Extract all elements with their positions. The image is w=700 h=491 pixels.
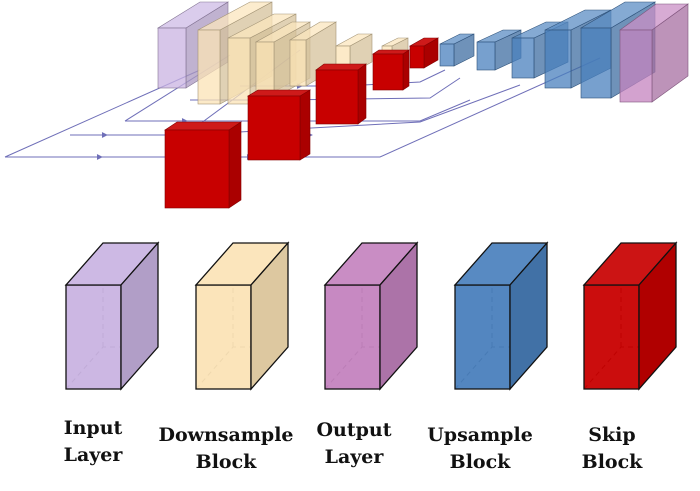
skip-block-1 xyxy=(164,121,242,209)
legend-label-downsample-line2: Block xyxy=(195,451,257,473)
legend-label-input: Input Layer xyxy=(18,415,168,469)
legend-label-upsample-line2: Block xyxy=(449,451,511,473)
legend-label-input-line2: Layer xyxy=(63,444,123,466)
legend-label-skip: Skip Block xyxy=(537,422,687,476)
legend-box-downsample xyxy=(194,241,290,391)
legend-label-downsample-line1: Downsample xyxy=(158,424,294,446)
legend-label-output-line2: Layer xyxy=(324,446,384,468)
bottleneck-skip xyxy=(408,37,440,69)
arrow-head-icon xyxy=(96,154,103,160)
legend-box-output xyxy=(323,241,419,391)
skip-block-4 xyxy=(372,49,410,91)
output-layer xyxy=(619,3,689,103)
skip-block-2 xyxy=(246,89,312,161)
legend-box-upsample xyxy=(453,241,549,391)
legend-label-output: Output Layer xyxy=(279,417,429,471)
legend-box-skip xyxy=(582,241,678,391)
legend-label-upsample: Upsample Block xyxy=(405,422,555,476)
arrow-head-icon xyxy=(101,132,108,138)
legend-label-skip-line2: Block xyxy=(581,451,643,473)
up-block-1 xyxy=(439,33,475,67)
architecture-blocks xyxy=(156,1,689,209)
architecture-diagram xyxy=(4,1,689,209)
legend-label-upsample-line1: Upsample xyxy=(427,424,533,446)
skip-block-3 xyxy=(315,63,367,125)
legend-label-skip-line1: Skip xyxy=(588,424,636,446)
legend-label-downsample: Downsample Block xyxy=(151,422,301,476)
legend-label-output-line1: Output xyxy=(316,419,392,441)
legend-label-input-line1: Input xyxy=(63,417,123,439)
legend-boxes xyxy=(64,241,678,391)
legend-box-input xyxy=(64,241,160,391)
